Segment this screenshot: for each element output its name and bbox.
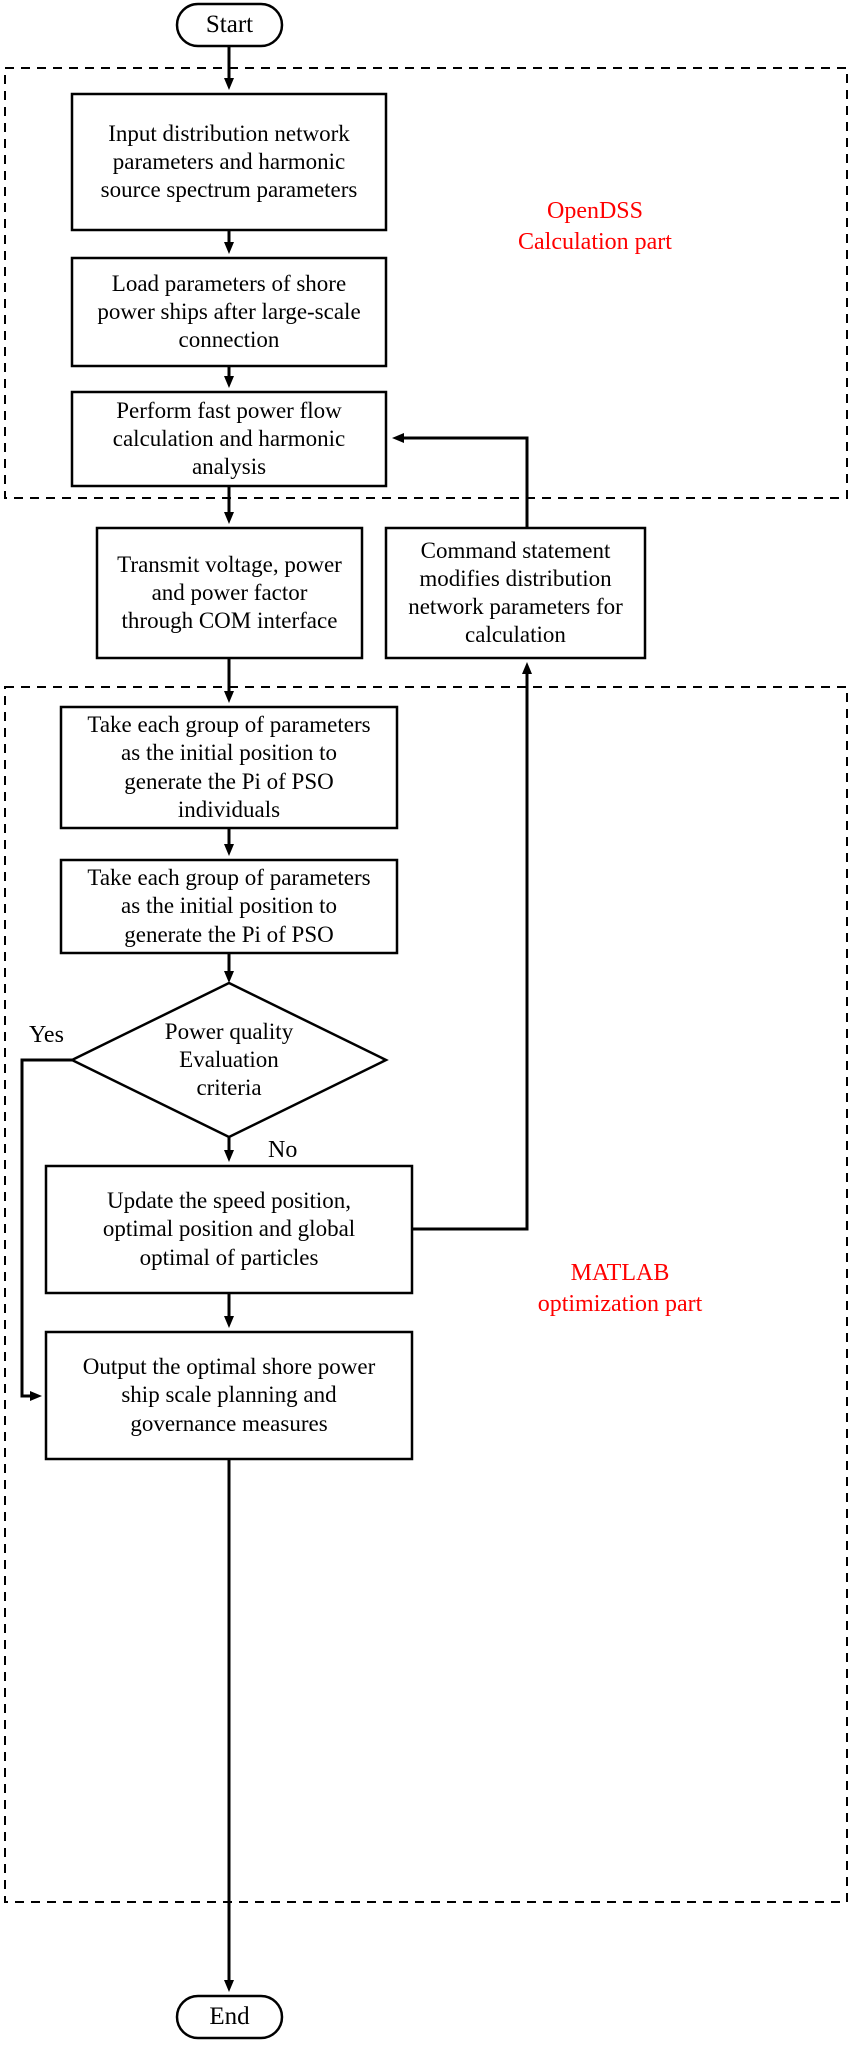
node-command-shape: [384, 526, 647, 660]
node-power-flow-shape: [70, 390, 388, 488]
node-update-shape: [44, 1164, 414, 1295]
edge-label-yes: Yes: [29, 1022, 64, 1048]
edge-label-no: No: [268, 1137, 298, 1163]
group-label-matlab: MATLAB optimization part: [537, 1260, 703, 1318]
edge-command-to-powerflow: [392, 433, 529, 528]
node-pso-second-shape: [59, 858, 399, 955]
node-input-params-shape: [70, 92, 388, 232]
edge-decision-yes-to-output: [20, 1058, 72, 1401]
group-box-opendss: [4, 67, 848, 499]
node-end-shape: [175, 1994, 284, 2040]
node-pso-individuals-shape: [59, 705, 399, 830]
node-decision-shape: [69, 981, 389, 1139]
group-box-matlab: [4, 686, 848, 1903]
node-load-params-shape: [70, 256, 388, 368]
edge-update-to-command: [412, 662, 532, 1231]
node-start-shape: [175, 2, 284, 48]
group-label-opendss: OpenDSS Calculation part: [518, 198, 672, 256]
node-output-shape: [44, 1330, 414, 1461]
node-transmit-shape: [95, 526, 364, 660]
